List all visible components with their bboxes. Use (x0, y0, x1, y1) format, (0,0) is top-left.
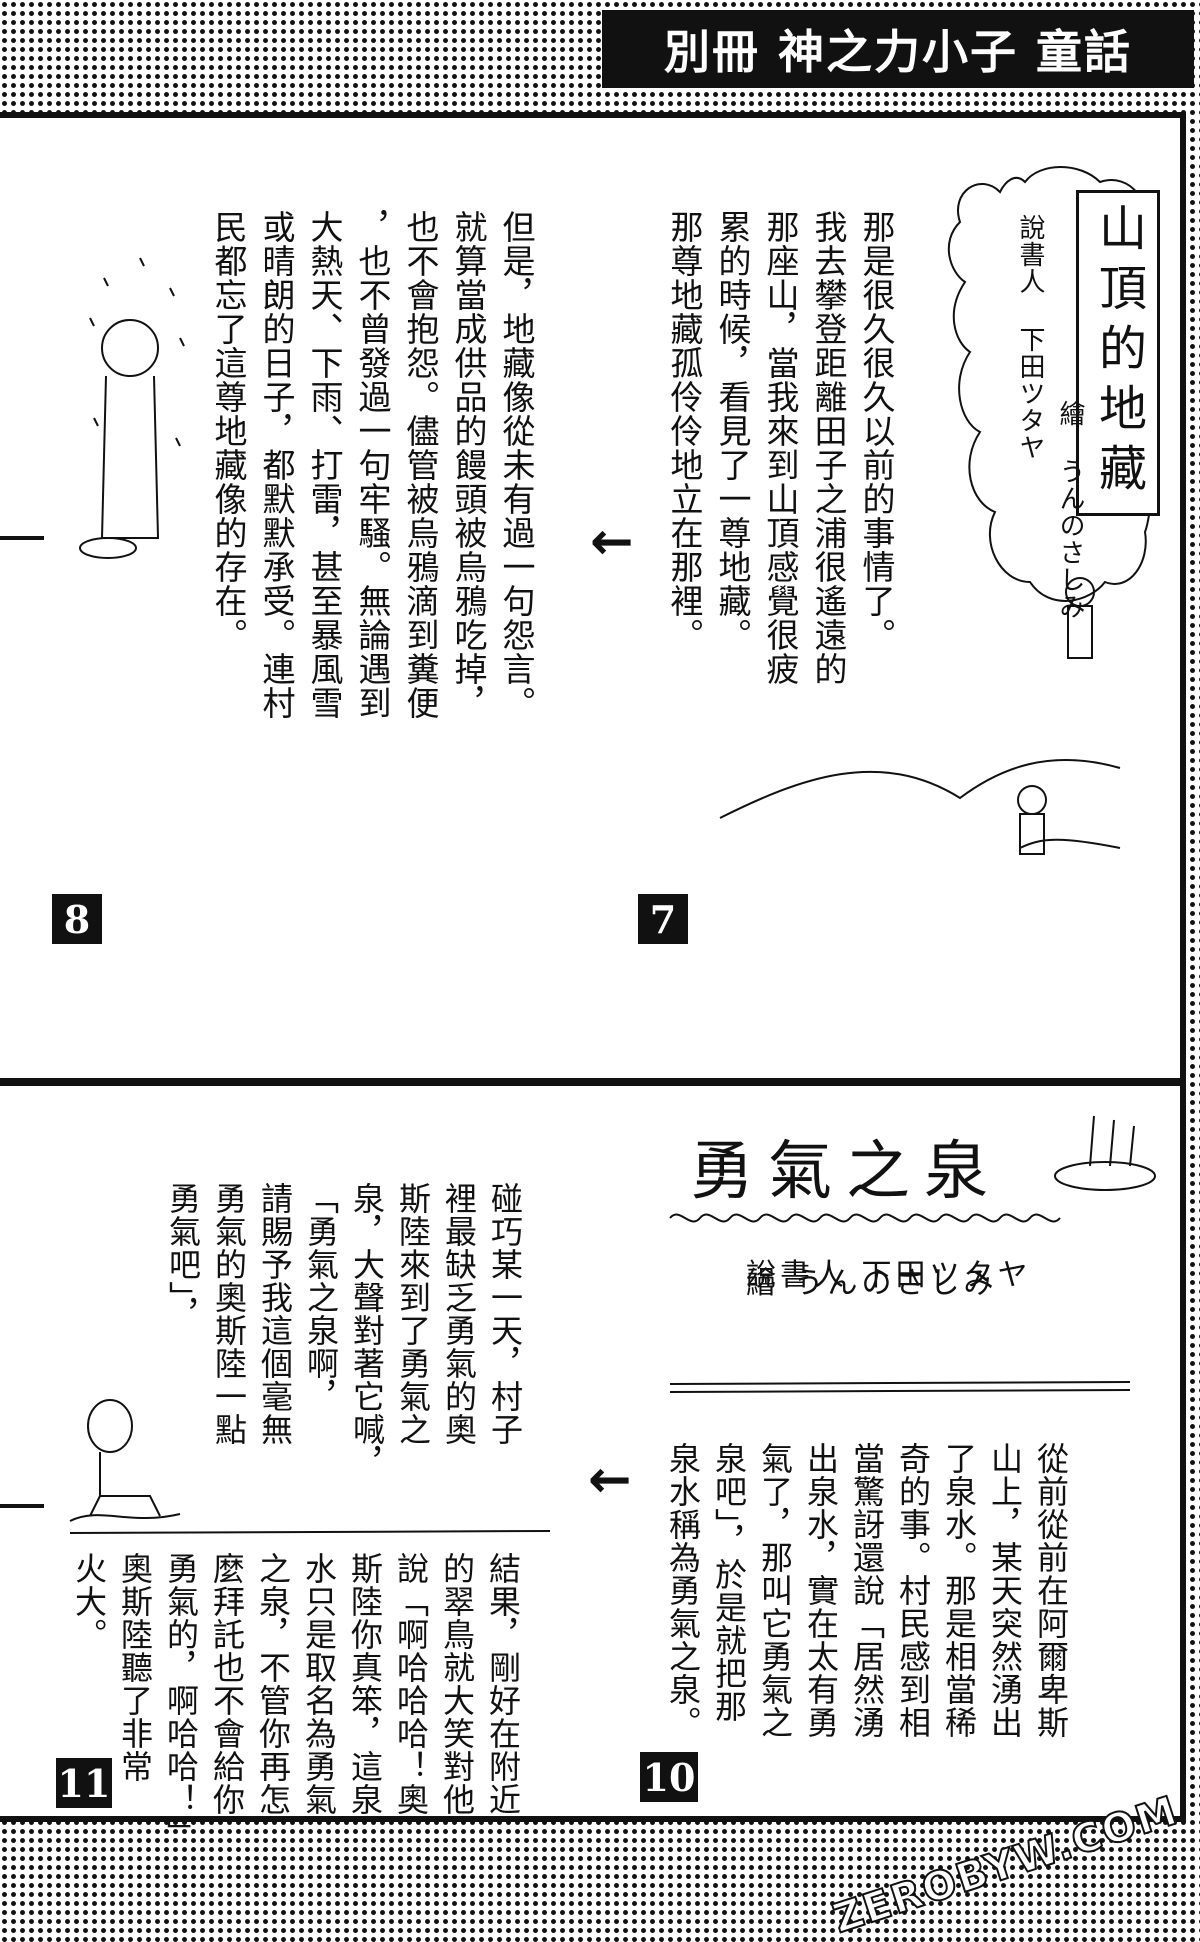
story-title-heading: 勇氣之泉 (690, 1135, 1002, 1209)
panel-divider-line (69, 1530, 551, 1534)
page10-number: 10 (640, 1752, 698, 1802)
wave-line-bottom (669, 1381, 1131, 1393)
story-title-box: 山頂的地藏 (1076, 190, 1160, 516)
prev-page-arrow: ← (590, 512, 634, 572)
bottom-panel: 勇氣之泉 說書人 下田ツタヤ 繪 うんのさしみ 從前從前在阿爾卑斯 山上，某天突… (0, 1086, 1180, 1849)
story-credits: 繪 うんのさしみ說書人 下田ツタヤ (970, 214, 1130, 620)
oslo-illustration (69, 1399, 181, 1522)
panel-divider (0, 1078, 1186, 1086)
page7-number: 7 (638, 894, 688, 944)
page11-number: 11 (56, 1758, 112, 1808)
wave-line-top (669, 1213, 1061, 1223)
page11-text-upper: 碰巧某一天，村子 裡最缺乏勇氣的奧 斯陸來到了勇氣之 泉，大聲對著它喊， 「勇氣… (164, 1182, 524, 1479)
top-panel: 山頂的地藏 繪 うんのさしみ說書人 下田ツタヤ 那是很久很久以前的事情了。 我去… (0, 118, 1180, 958)
page10-text: 從前從前在阿爾卑斯 山上，某天突然湧出 了泉水。那是相當稀 奇的事。村民感到相 … (664, 1442, 1070, 1739)
mountain-illustration (719, 758, 1121, 855)
credit-illustrator: 繪 うんのさしみ (746, 1266, 998, 1301)
title-bar: 別冊 神之力小子 童話 (602, 10, 1194, 88)
credit-illustrator: 繪 うんのさしみ (1055, 400, 1085, 620)
page8-text: 但是，地藏像從未有過一句怨言。 就算當成供品的饅頭被烏鴉吃掉， 也不會抱怨。儘管… (209, 210, 536, 720)
page-frame: 山頂的地藏 繪 うんのさしみ說書人 下田ツタヤ 那是很久很久以前的事情了。 我去… (0, 112, 1186, 1849)
left-edge-tick (0, 1504, 44, 1508)
jizo-rain-illustration (79, 257, 185, 559)
credit-narrator: 說書人 下田ツタヤ (746, 1258, 1032, 1293)
spring-illustration (1054, 1115, 1156, 1191)
prev-page-arrow: ← (588, 1450, 632, 1510)
left-edge-tick (0, 536, 44, 540)
thought-cloud-illustration (947, 166, 1156, 659)
page7-text: 那是很久很久以前的事情了。 我去攀登距離田子之浦很遙遠的 那座山，當我來到山頂感… (665, 210, 896, 686)
page11-text-lower: 結果，剛好在附近 的翠鳥就大笑對他 說「啊哈哈哈！奧 斯陸你真笨，這泉 水只是取… (70, 1552, 522, 1849)
credit-narrator: 說書人 下田ツタヤ (1015, 214, 1045, 461)
page8-number: 8 (52, 894, 102, 944)
